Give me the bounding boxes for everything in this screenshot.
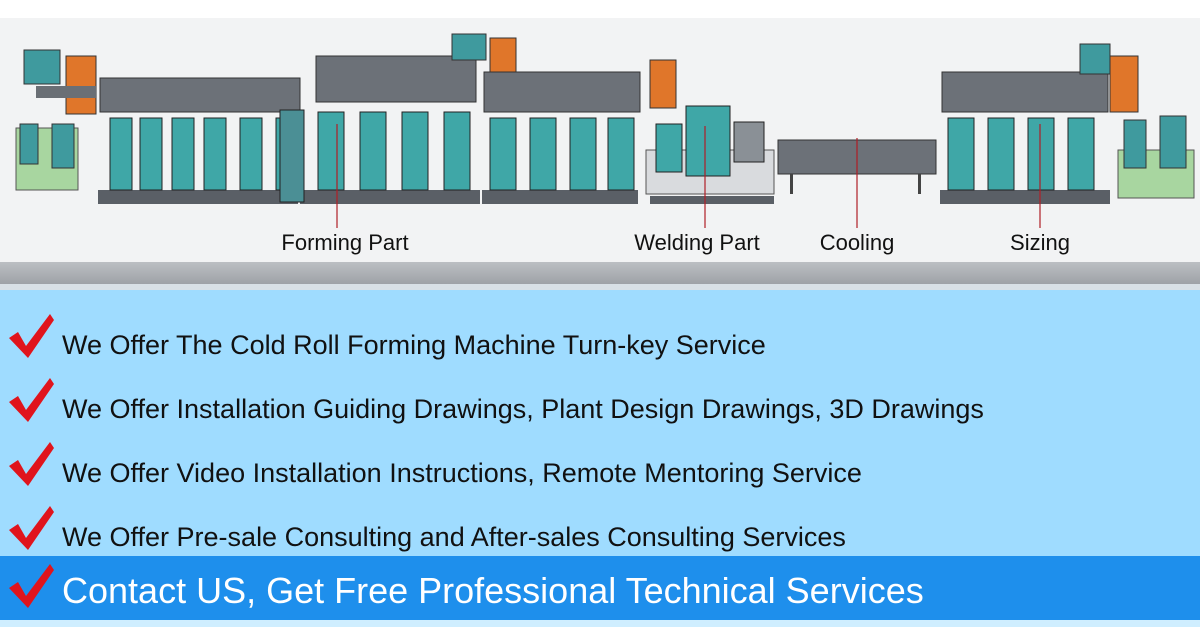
service-item: We Offer The Cold Roll Forming Machine T… (0, 306, 1200, 370)
welding-unit (645, 105, 775, 204)
footer-strip (0, 620, 1200, 627)
forming-stands-group-2 (279, 33, 517, 204)
forming-stands-group-3 (482, 59, 677, 204)
service-text: We Offer The Cold Roll Forming Machine T… (62, 330, 766, 360)
label-forming-part: Forming Part (281, 230, 409, 255)
check-mark-icon (9, 378, 54, 422)
machine-illustration (0, 18, 1200, 290)
service-item: We Offer Pre-sale Consulting and After-s… (0, 498, 1200, 562)
check-mark-icon (9, 314, 54, 358)
service-text: We Offer Pre-sale Consulting and After-s… (62, 522, 846, 552)
label-sizing: Sizing (1010, 230, 1070, 255)
service-item: We Offer Installation Guiding Drawings, … (0, 370, 1200, 434)
check-mark-icon (9, 564, 54, 608)
production-line-diagram: Forming Part Welding Part Cooling Sizing (0, 0, 1200, 290)
contact-banner[interactable]: Contact US, Get Free Professional Techni… (0, 556, 1200, 620)
label-welding-part: Welding Part (634, 230, 760, 255)
label-cooling: Cooling (819, 230, 895, 255)
check-mark-icon (9, 506, 54, 550)
check-mark-icon (9, 442, 54, 486)
sizing-stands (940, 43, 1139, 204)
entry-unit (15, 49, 97, 191)
service-text: We Offer Video Installation Instructions… (62, 458, 862, 488)
exit-unit (1117, 115, 1195, 199)
service-text: We Offer Installation Guiding Drawings, … (62, 394, 984, 424)
service-item: We Offer Video Installation Instructions… (0, 434, 1200, 498)
contact-text: Contact US, Get Free Professional Techni… (62, 570, 924, 611)
